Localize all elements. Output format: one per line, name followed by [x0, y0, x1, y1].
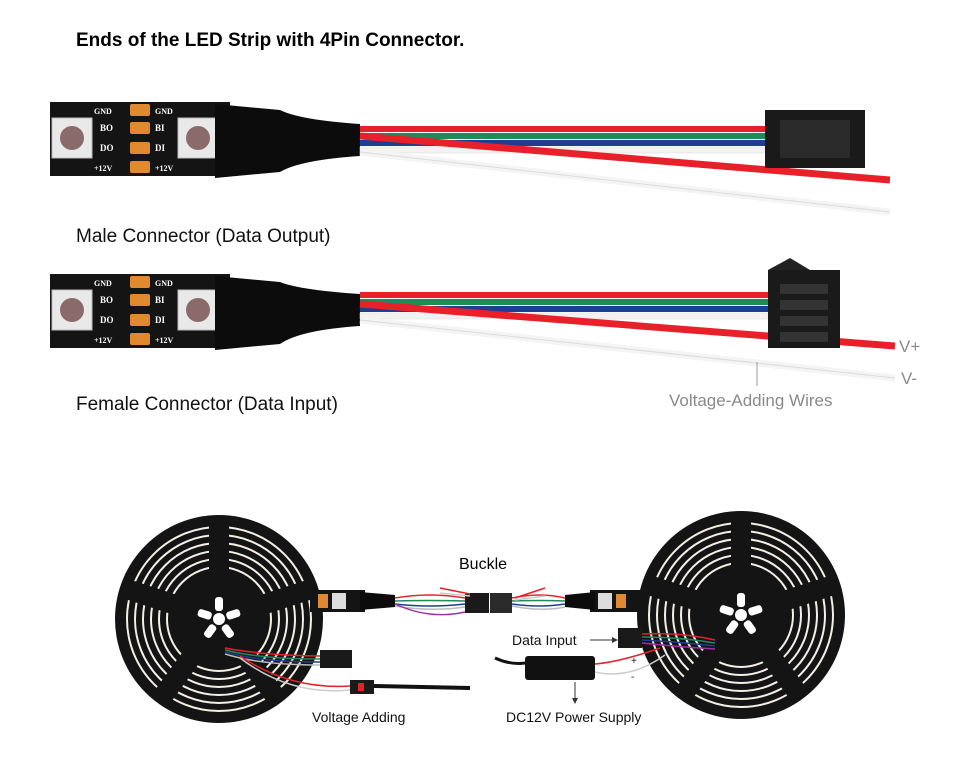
pad-left-gnd: GND	[94, 107, 112, 116]
vplus-label: V+	[899, 337, 921, 356]
minus-label: -	[631, 672, 635, 683]
pad2-right-12v: +12V	[155, 336, 174, 345]
female-connector-label: Female Connector (Data Input)	[76, 394, 338, 415]
pad-left-do: DO	[100, 143, 114, 153]
pad2-left-bo: BO	[100, 295, 113, 305]
pad2-left-do: DO	[100, 315, 114, 325]
pad-left-12v: +12V	[94, 164, 113, 173]
power-supply-label: DC12V Power Supply	[506, 709, 642, 725]
data-input-label: Data Input	[512, 632, 577, 648]
pad2-left-gnd: GND	[94, 279, 112, 288]
buckle-label: Buckle	[459, 556, 508, 573]
vminus-label: V-	[901, 369, 918, 388]
voltage-wires-label: Voltage-Adding Wires	[669, 391, 833, 410]
male-strip: GND BO DO +12V GND BI DI +12V	[50, 102, 891, 216]
pad-right-12v: +12V	[155, 164, 174, 173]
plus-label: +	[631, 656, 637, 667]
pad-left-bo: BO	[100, 123, 113, 133]
pad2-right-di: DI	[155, 315, 165, 325]
right-reel	[494, 511, 845, 719]
pad-right-di: DI	[155, 143, 165, 153]
male-connector-label: Male Connector (Data Output)	[76, 226, 331, 247]
pad2-left-12v: +12V	[94, 336, 113, 345]
voltage-adding-label: Voltage Adding	[312, 709, 406, 725]
pad-right-gnd: GND	[155, 107, 173, 116]
pad-right-bi: BI	[155, 123, 165, 133]
left-reel	[115, 515, 471, 723]
female-strip: GND BO DO +12V GND BI DI +12V	[50, 258, 896, 386]
page-title: Ends of the LED Strip with 4Pin Connecto…	[76, 30, 465, 51]
buckle	[439, 587, 566, 613]
pad2-right-gnd: GND	[155, 279, 173, 288]
pad2-right-bi: BI	[155, 295, 165, 305]
